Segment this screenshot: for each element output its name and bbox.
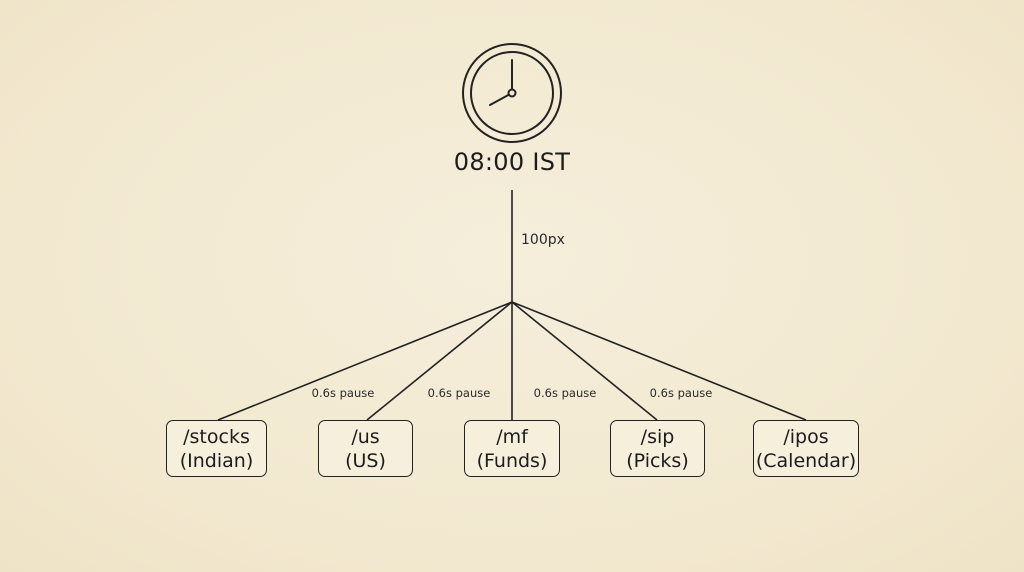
pause-label-2: 0.6s pause [427, 386, 491, 400]
pause-label-4: 0.6s pause [649, 386, 713, 400]
node-mf: /mf (Funds) [464, 420, 560, 477]
branch-line [217, 301, 513, 421]
pause-label-1: 0.6s pause [311, 386, 375, 400]
branch-line [511, 301, 807, 421]
node-command: /sip [640, 425, 675, 448]
node-stocks: /stocks (Indian) [166, 420, 267, 477]
pause-label-3: 0.6s pause [533, 386, 597, 400]
node-command: /ipos [783, 425, 829, 448]
branch-line [511, 301, 658, 421]
schedule-time-label: 08:00 IST [453, 148, 571, 176]
node-ipos: /ipos (Calendar) [753, 420, 859, 477]
node-command: /us [351, 425, 380, 448]
branch-line [366, 301, 513, 421]
node-command: /stocks [183, 425, 250, 448]
node-sip: /sip (Picks) [610, 420, 705, 477]
trunk-distance-label: 100px [521, 232, 565, 248]
node-subtitle: (Picks) [626, 449, 689, 472]
node-subtitle: (US) [345, 449, 386, 472]
node-subtitle: (Calendar) [755, 449, 857, 472]
node-us: /us (US) [318, 420, 413, 477]
node-command: /mf [496, 425, 528, 448]
node-subtitle: (Funds) [476, 449, 548, 472]
node-subtitle: (Indian) [179, 449, 254, 472]
clock-icon [462, 43, 562, 143]
